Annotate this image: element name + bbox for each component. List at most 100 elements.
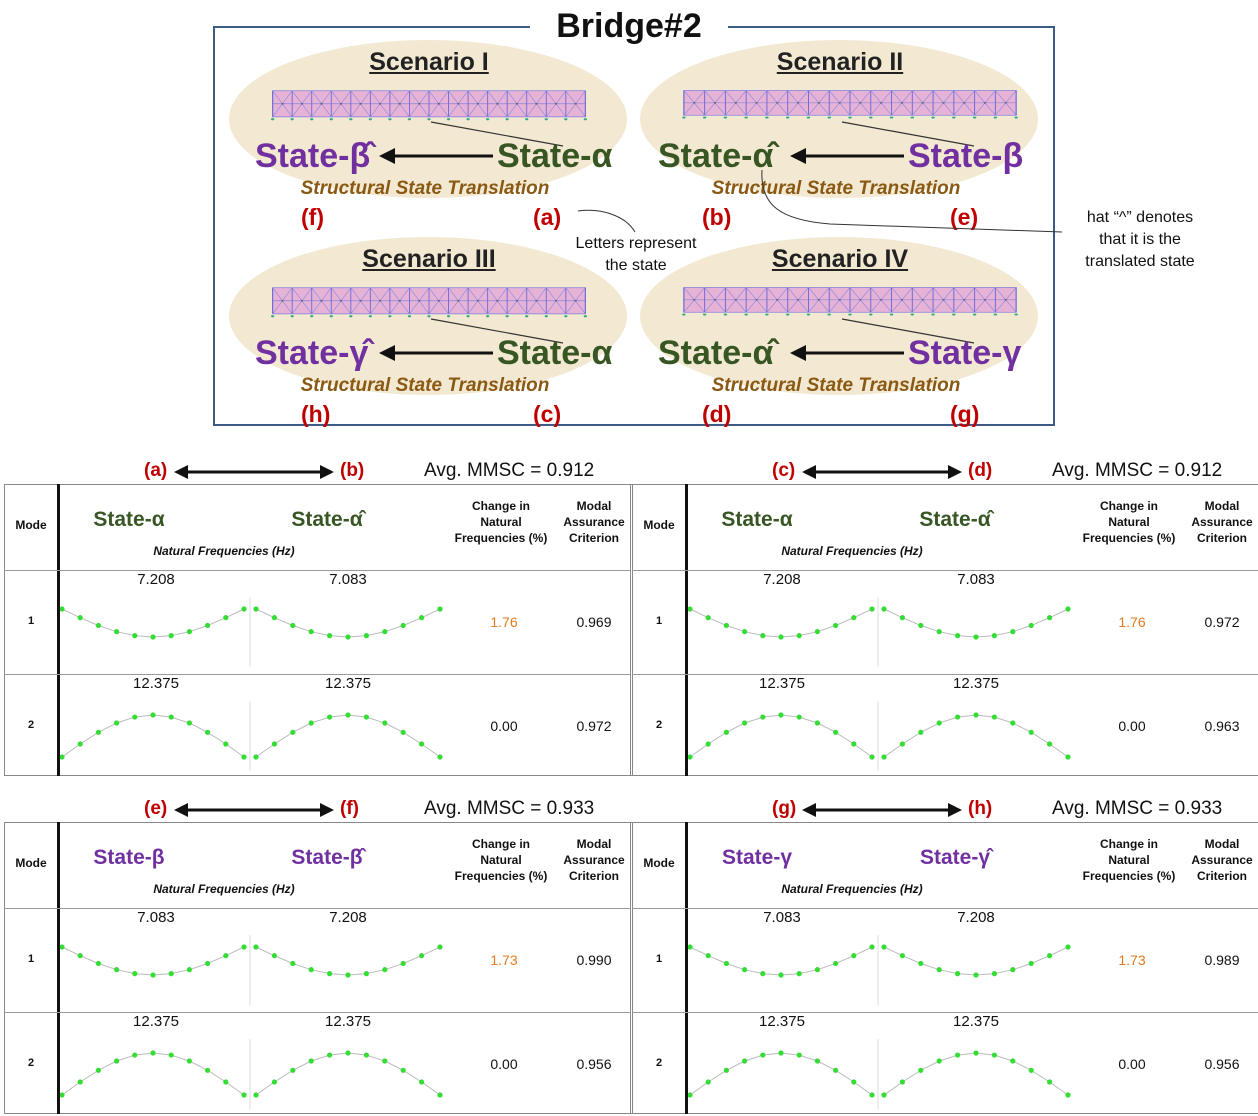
translation-arrow-icon xyxy=(379,345,493,361)
double-arrow-icon xyxy=(802,803,962,817)
mode-shape-point xyxy=(760,1052,766,1058)
mode-shape-point xyxy=(1065,754,1071,760)
mode-shape-point xyxy=(1028,1067,1034,1073)
double-arrow-icon xyxy=(174,803,334,817)
mode-shape-point xyxy=(688,606,693,612)
mode-shape-point xyxy=(419,615,425,621)
mode-shape-line xyxy=(689,946,873,976)
mode-shape-point xyxy=(778,1050,784,1056)
scenario-title: Scenario II xyxy=(776,48,904,76)
frequency-b: 12.375 xyxy=(325,1013,371,1030)
mode-shape-point xyxy=(77,1079,83,1085)
mode-shape-point xyxy=(168,971,174,977)
mode-shape-line xyxy=(689,714,873,758)
mode-shape-point xyxy=(290,960,296,967)
table-rule xyxy=(4,484,632,485)
mode-shape-point xyxy=(223,1079,229,1085)
scenario-right-letter: (g) xyxy=(950,401,980,427)
mac-header-line: Assurance xyxy=(1191,515,1253,529)
table-rule xyxy=(632,1012,1258,1013)
mode-shape-point xyxy=(973,972,979,978)
mode-shape-point xyxy=(918,1067,924,1073)
mode-shape-point xyxy=(327,714,333,720)
mode-shape-point xyxy=(290,622,296,629)
state-a-header: State-γ xyxy=(721,846,793,869)
mode-shape-point xyxy=(60,754,65,760)
mode-shape-point xyxy=(308,629,314,635)
mode-shape-line xyxy=(255,608,441,638)
mode-shape-plot xyxy=(688,1039,1071,1109)
table-rule xyxy=(632,484,633,776)
mode-shape-point xyxy=(723,622,729,629)
mode-shape-point xyxy=(1047,741,1053,747)
scenario-left-state: State-α̂ xyxy=(658,137,774,175)
heading-right-letter: (f) xyxy=(340,798,359,819)
frequency-change-value: 0.00 xyxy=(1118,718,1146,734)
mode-shape-point xyxy=(1028,622,1034,629)
avg-mmsc-label: Avg. MMSC = 0.912 xyxy=(424,460,595,481)
mode-shape-point xyxy=(327,633,333,639)
panel-heading: (a)(b)Avg. MMSC = 0.912 xyxy=(4,460,632,486)
frequency-b: 7.208 xyxy=(957,909,995,926)
table-rule xyxy=(4,775,632,776)
mode-shape-point xyxy=(241,606,247,612)
mode-shape-point xyxy=(95,622,101,629)
hat-annotation-line1: hat “^” denotes xyxy=(1086,209,1194,226)
mode-shape-point xyxy=(869,944,875,950)
mac-value: 0.972 xyxy=(576,718,612,734)
mode-shape-point xyxy=(955,971,961,977)
table-rule xyxy=(632,822,1258,823)
scenario-translation-label: Structural State Translation xyxy=(300,178,550,199)
mode-shape-point xyxy=(760,971,766,977)
mode-shape-point xyxy=(150,634,156,640)
mac-value: 0.963 xyxy=(1204,718,1240,734)
mode-shape-point xyxy=(705,1079,711,1085)
hat-annotation: hat “^” denotes that it is the translate… xyxy=(1060,207,1220,273)
mode-shape-point xyxy=(114,1058,120,1064)
mode-shape-point xyxy=(796,971,802,977)
mode-shape-point xyxy=(833,1067,839,1073)
mode-header: Mode xyxy=(15,518,47,532)
frequency-change-value: 1.76 xyxy=(490,614,518,630)
state-b-header: State-β̂ xyxy=(291,846,363,869)
mode-shape-line xyxy=(883,946,1069,976)
frequency-change-value: 0.00 xyxy=(490,1056,518,1072)
table-rule xyxy=(632,674,1258,675)
mode-shape-point xyxy=(168,1052,174,1058)
mac-value: 0.989 xyxy=(1204,952,1240,968)
diagram-title: Bridge#2 xyxy=(530,6,728,46)
state-b-header: State-α̂ xyxy=(919,508,991,531)
mode-shape-point xyxy=(973,712,979,718)
mode-shape-point xyxy=(742,629,748,635)
mode-shape-point xyxy=(205,1067,211,1073)
frequency-a: 7.208 xyxy=(137,571,175,588)
mode-shape-point xyxy=(1065,606,1071,612)
mode-shape-point xyxy=(114,720,120,726)
mode-shape-point xyxy=(833,960,839,967)
mode-shape-point xyxy=(437,754,443,760)
table-rule xyxy=(57,822,60,1114)
table-rule xyxy=(4,570,631,571)
double-arrow-icon xyxy=(174,465,334,479)
mode-shape-point xyxy=(60,944,65,950)
mode-shape-point xyxy=(132,633,138,639)
mode-shape-point xyxy=(918,729,924,735)
mode-shape-point xyxy=(205,622,211,629)
mode-shape-point xyxy=(77,953,83,959)
natural-frequencies-header: Natural Frequencies (Hz) xyxy=(153,882,295,896)
mode-shape-point xyxy=(936,720,942,726)
scenario-right-state: State-β xyxy=(908,137,1024,175)
mode-shape-point xyxy=(253,1092,259,1098)
row-mode-number: 2 xyxy=(655,1057,663,1069)
mode-shape-point xyxy=(899,953,905,959)
frequency-change-value: 1.73 xyxy=(490,952,518,968)
change-header-line: Frequencies (%) xyxy=(1082,531,1176,545)
table-rule xyxy=(685,484,688,776)
mac-value: 0.990 xyxy=(576,952,612,968)
